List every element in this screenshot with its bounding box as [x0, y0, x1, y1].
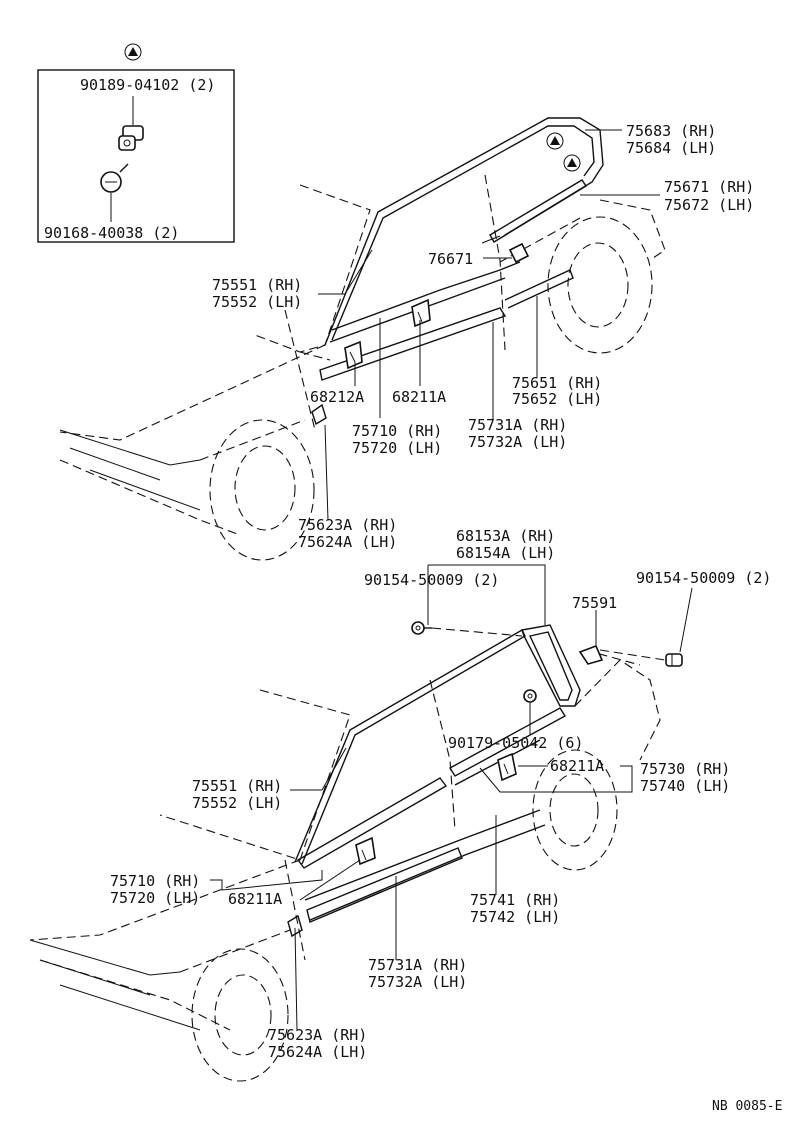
label-rocker-rh: 75651 (RH) — [512, 374, 602, 392]
label-belt-rear-lh: 75672 (LH) — [664, 196, 754, 214]
label-clip-rear: 68211A — [550, 757, 604, 775]
triangle-marker-icon — [124, 43, 142, 61]
clip-68211a-icon — [411, 298, 431, 328]
lower-labels: 68153A (RH) 68154A (LH) 90154-50009 (2) … — [110, 527, 771, 1061]
label-rocker-rh: 75741 (RH) — [470, 891, 560, 909]
nut-icon — [523, 689, 537, 703]
label-nut: 90179-05042 (6) — [448, 734, 583, 752]
label-clip-68212a: 68212A — [310, 388, 364, 406]
clip-rear-icon — [497, 752, 517, 782]
upper-labels: 75683 (RH) 75684 (LH) 75671 (RH) 75672 (… — [212, 122, 754, 551]
label-belt-front-rh: 75710 (RH) — [110, 872, 200, 890]
label-windshield-rh: 75551 (RH) — [212, 276, 302, 294]
label-belt-front-lh: 75720 (LH) — [110, 889, 200, 907]
bolt-left-icon — [411, 621, 432, 635]
label-rear-window-lh: 68154A (LH) — [456, 544, 555, 562]
label-roof-molding-rh: 75683 (RH) — [626, 122, 716, 140]
label-clip-68211a: 68211A — [392, 388, 446, 406]
label-windshield-lh: 75552 (LH) — [212, 293, 302, 311]
label-bracket: 75591 — [572, 594, 617, 612]
inset-clip-label: 90189-04102 (2) — [80, 76, 215, 94]
lower-car-drawing — [29, 621, 683, 1082]
inset-screw-label: 90168-40038 (2) — [44, 224, 179, 242]
inset-group: 90189-04102 (2) 90168-40038 (2) — [37, 43, 235, 243]
triangle-marker-icon — [563, 154, 581, 172]
clip-front-icon — [355, 836, 376, 866]
label-door-molding-rh: 75731A (RH) — [368, 956, 467, 974]
bolt-right-icon — [665, 653, 683, 667]
clip-part-icon — [118, 125, 144, 151]
label-fender-rh: 75623A (RH) — [298, 516, 397, 534]
upper-leaders — [318, 129, 660, 521]
label-rocker-lh: 75742 (LH) — [470, 908, 560, 926]
triangle-marker-icon — [546, 132, 564, 150]
label-belt-rear-lh: 75740 (LH) — [640, 777, 730, 795]
label-door-molding-lh: 75732A (LH) — [468, 433, 567, 451]
label-fender-rh: 75623A (RH) — [268, 1026, 367, 1044]
label-roof-molding-lh: 75684 (LH) — [626, 139, 716, 157]
inset-box — [37, 69, 235, 243]
label-belt-front-rh: 75710 (RH) — [352, 422, 442, 440]
label-belt-front-lh: 75720 (LH) — [352, 439, 442, 457]
label-door-molding-rh: 75731A (RH) — [468, 416, 567, 434]
label-bolt-right: 90154-50009 (2) — [636, 569, 771, 587]
footer-code: NB 0085-E — [712, 1099, 782, 1114]
label-fender-lh: 75624A (LH) — [298, 533, 397, 551]
label-clip-76671: 76671 — [428, 250, 473, 268]
label-belt-rear-rh: 75671 (RH) — [664, 178, 754, 196]
screw-part-icon — [100, 163, 129, 193]
label-door-molding-lh: 75732A (LH) — [368, 973, 467, 991]
label-bolt-left: 90154-50009 (2) — [364, 571, 499, 589]
upper-car-drawing — [59, 117, 666, 561]
label-clip-front: 68211A — [228, 890, 282, 908]
bracket-icon — [578, 644, 604, 665]
label-fender-lh: 75624A (LH) — [268, 1043, 367, 1061]
label-windshield-rh: 75551 (RH) — [192, 777, 282, 795]
lower-leaders — [210, 564, 693, 1031]
label-belt-rear-rh: 75730 (RH) — [640, 760, 730, 778]
label-windshield-lh: 75552 (LH) — [192, 794, 282, 812]
label-rocker-lh: 75652 (LH) — [512, 390, 602, 408]
clip-76671-icon — [481, 235, 530, 264]
clip-68212a-icon — [344, 340, 363, 370]
label-rear-window-rh: 68153A (RH) — [456, 527, 555, 545]
